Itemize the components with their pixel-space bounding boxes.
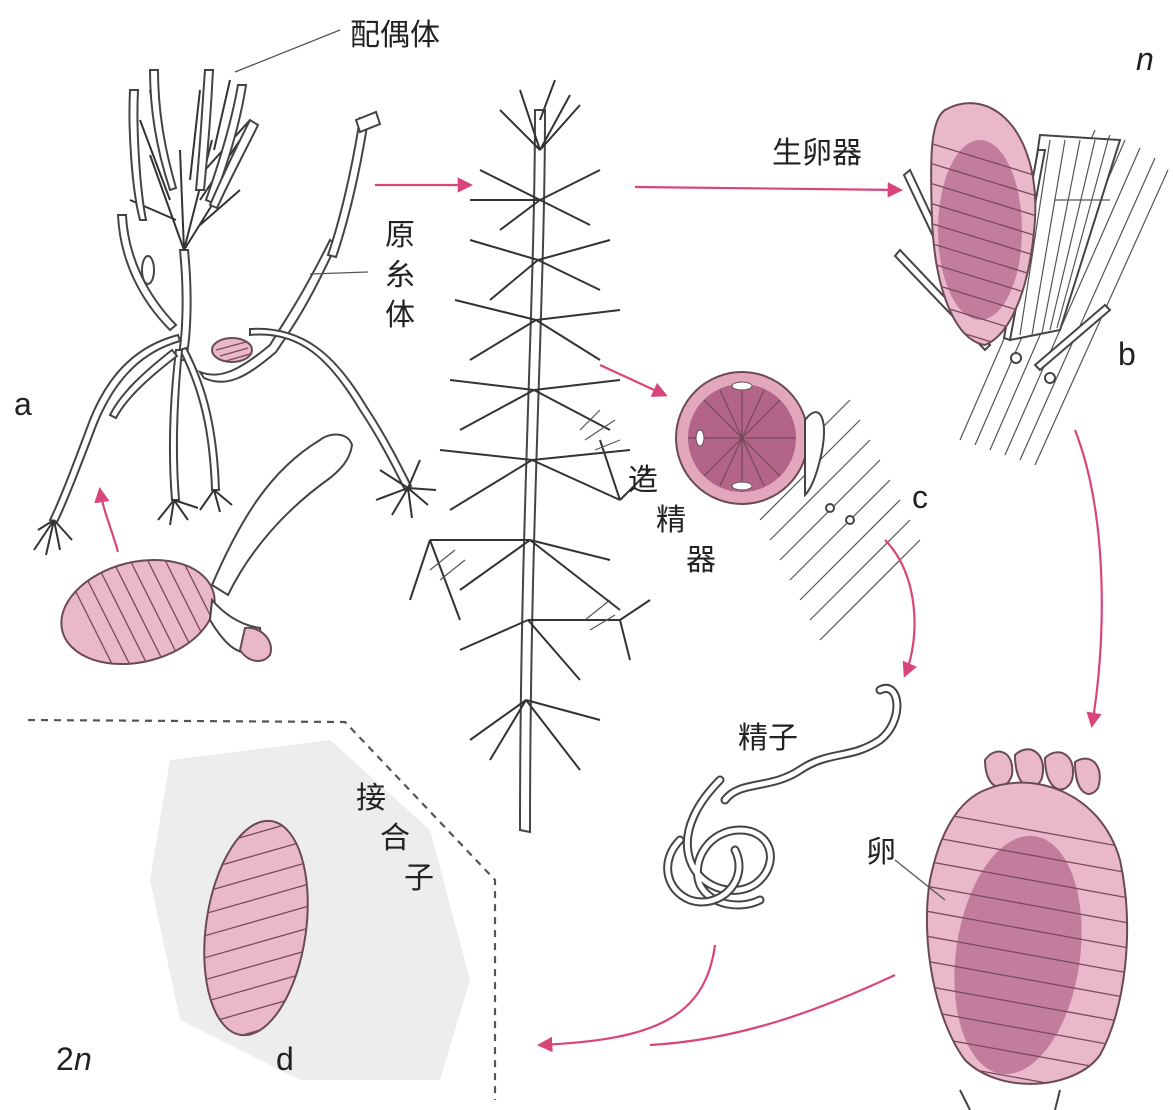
germinating-zygote bbox=[50, 435, 352, 680]
label-gametophore: 配偶体 bbox=[350, 18, 440, 53]
egg-cell bbox=[920, 749, 1140, 1110]
young-gametophore bbox=[118, 70, 258, 360]
label-diploid-n: n bbox=[74, 1041, 92, 1077]
label-antheridium-1: 造 bbox=[628, 463, 658, 498]
antheridium bbox=[676, 372, 824, 504]
arrow-zygote-germination bbox=[100, 490, 118, 552]
oogonium-detail-b bbox=[895, 103, 1168, 465]
label-zygote-1: 接 bbox=[356, 781, 386, 816]
zygote-shadow bbox=[150, 740, 470, 1080]
label-protonema-2: 糸 bbox=[385, 258, 415, 293]
label-haploid: n bbox=[1136, 41, 1154, 77]
label-sperm: 精子 bbox=[738, 721, 798, 756]
label-antheridium-3: 器 bbox=[686, 543, 716, 578]
label-b: b bbox=[1118, 336, 1136, 372]
label-zygote-3: 子 bbox=[404, 861, 434, 896]
arrow-antheridium-to-sperm bbox=[885, 540, 915, 675]
label-egg: 卵 bbox=[866, 835, 896, 870]
mature-gametophyte bbox=[410, 80, 650, 832]
arrow-plant-to-oogonium bbox=[635, 187, 900, 190]
label-a: a bbox=[14, 386, 32, 422]
label-diploid-number: 2 bbox=[56, 1041, 74, 1077]
antheridium-detail-c bbox=[676, 372, 920, 640]
label-antheridium-2: 精 bbox=[656, 503, 686, 538]
arrow-egg-to-zygote bbox=[650, 975, 895, 1045]
label-zygote-2: 合 bbox=[380, 821, 410, 856]
arrow-oogonium-to-egg bbox=[1075, 430, 1102, 725]
protonema-filaments bbox=[34, 112, 436, 555]
label-protonema-1: 原 bbox=[385, 218, 415, 253]
label-d: d bbox=[276, 1041, 294, 1077]
arrow-sperm-to-zygote bbox=[540, 945, 715, 1045]
arrow-plant-to-antheridium bbox=[600, 365, 665, 395]
diploid-region bbox=[28, 720, 495, 1100]
label-protonema-3: 体 bbox=[385, 298, 415, 333]
germination-stage-a bbox=[34, 70, 436, 680]
label-oogonium: 生卵器 bbox=[772, 136, 862, 171]
label-c: c bbox=[912, 479, 928, 515]
